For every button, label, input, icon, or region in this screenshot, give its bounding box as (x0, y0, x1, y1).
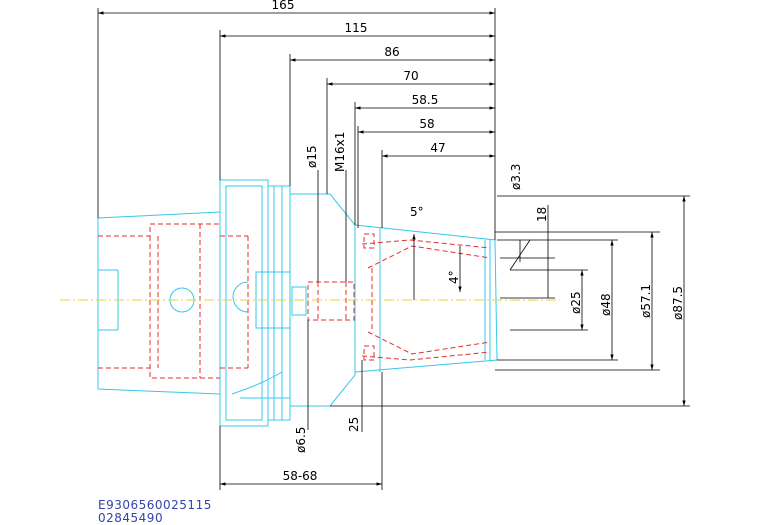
dim-dia-3-3: ø3.3 (509, 164, 523, 190)
dim-165: 165 (272, 0, 295, 12)
dim-58: 58 (419, 117, 434, 131)
hidden-lines (98, 223, 491, 379)
dim-115: 115 (345, 21, 368, 35)
bottom-dimension: 58-68 (219, 372, 383, 490)
length-dimensions: 165 115 86 70 58.5 58 47 (97, 0, 496, 240)
dim-86: 86 (384, 45, 399, 59)
dim-70: 70 (403, 69, 418, 83)
dim-angle-4: 4° (447, 270, 461, 284)
dim-25-len: 25 (347, 417, 361, 432)
dim-thread: M16x1 (333, 132, 347, 172)
dim-dia-25: ø25 (569, 291, 583, 314)
dim-47: 47 (430, 141, 445, 155)
dim-angle-5: 5° (410, 205, 424, 219)
dim-dia-6-5: ø6.5 (294, 427, 308, 453)
dim-dia-15: ø15 (305, 145, 319, 168)
vertical-labels: ø15 M16x1 ø3.3 ø6.5 25 (294, 132, 531, 453)
angle-dimensions: 5° 4° (410, 205, 462, 300)
dim-dia-57-1: ø57.1 (639, 284, 653, 318)
dim-58-68: 58-68 (283, 469, 318, 483)
dim-dia-87-5: ø87.5 (671, 286, 685, 320)
dim-18: 18 (535, 207, 549, 222)
dim-58-5: 58.5 (412, 93, 439, 107)
order-code: 02845490 (98, 511, 164, 525)
part-code: E9306560025115 (98, 498, 212, 512)
diameter-dimensions: ø87.5 ø57.1 ø48 ø25 18 (330, 195, 690, 407)
dim-dia-48: ø48 (599, 293, 613, 316)
